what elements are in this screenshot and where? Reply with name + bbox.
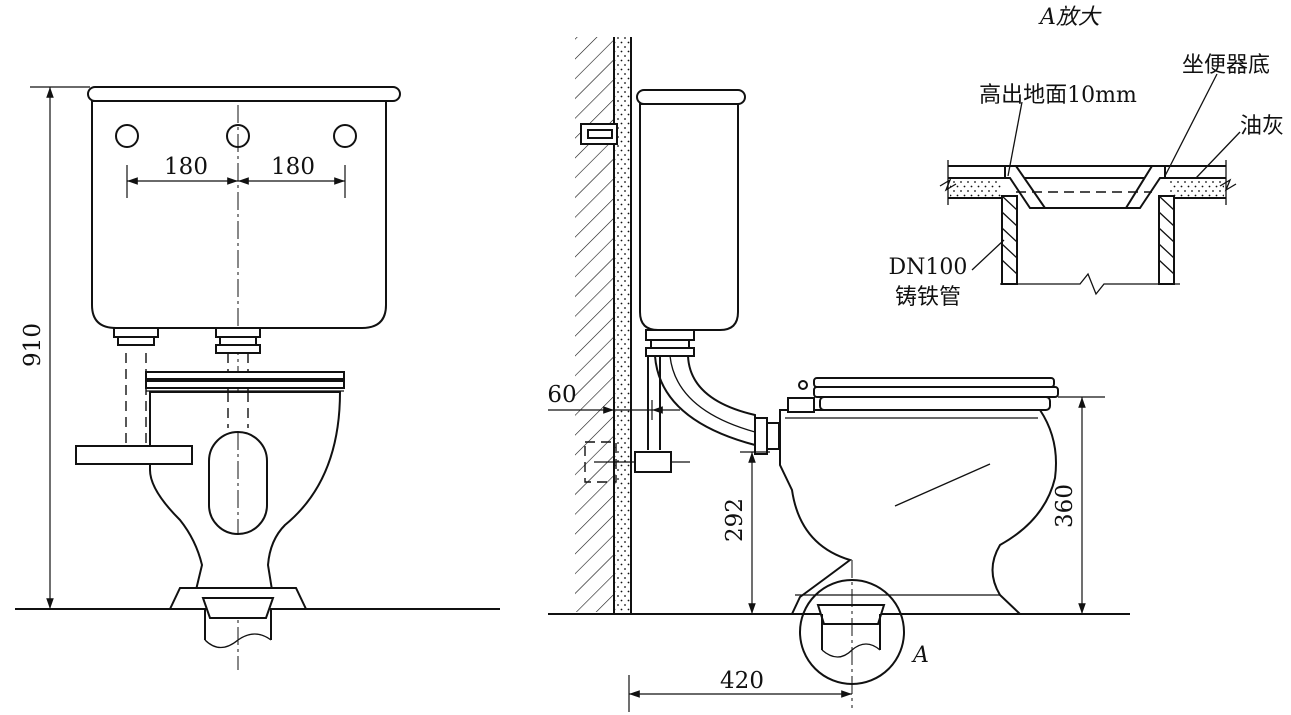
label-putty: 油灰 bbox=[1240, 114, 1284, 139]
hinge-pin bbox=[798, 380, 808, 390]
front-tank-lid bbox=[87, 86, 401, 102]
side-seat-lid-top bbox=[813, 377, 1055, 388]
front-view: 180 180 bbox=[15, 86, 500, 670]
dim-292: 292 bbox=[722, 498, 748, 542]
leader-raised bbox=[1007, 101, 1023, 177]
leader-toilet-base bbox=[1164, 73, 1218, 177]
leader-putty bbox=[1195, 131, 1241, 179]
left-fitting-nut bbox=[113, 327, 159, 338]
front-tank-body bbox=[91, 100, 387, 329]
front-side-bracket bbox=[75, 445, 193, 465]
center-fitting-washer bbox=[219, 336, 257, 346]
detail-a-view: A放大 高出地面10mm 坐便器底 油灰 DN100 铸 bbox=[889, 5, 1284, 310]
tank-hole-left bbox=[115, 124, 139, 148]
side-bowl bbox=[779, 409, 1057, 615]
side-seat-lid bbox=[813, 386, 1059, 398]
center-fitting-ring bbox=[215, 344, 261, 354]
label-toilet-base: 坐便器底 bbox=[1182, 53, 1270, 78]
dim-910: 910 bbox=[20, 323, 46, 367]
side-drain-flange bbox=[816, 604, 886, 625]
side-view: A 60 292 360 420 bbox=[547, 37, 1130, 712]
front-seat-lower bbox=[145, 380, 345, 389]
center-fitting-nut bbox=[215, 327, 261, 338]
dim-360: 360 bbox=[1052, 484, 1078, 528]
outlet-height-dimension: 292 bbox=[722, 451, 770, 614]
detail-a-marker: A bbox=[911, 643, 929, 668]
pipe-connector-inner bbox=[766, 422, 780, 450]
left-fitting-washer bbox=[117, 336, 155, 346]
front-seat-upper bbox=[145, 371, 345, 380]
wall-plaster bbox=[614, 37, 631, 614]
seat-height-dimension: 360 bbox=[1052, 396, 1105, 614]
hole-spacing-dimension: 180 180 bbox=[126, 154, 346, 198]
dim-180-left: 180 bbox=[164, 154, 208, 180]
dim-60: 60 bbox=[547, 382, 576, 408]
total-height-dimension: 910 bbox=[20, 86, 90, 609]
tank-hole-right bbox=[333, 124, 357, 148]
label-cast-iron-pipe: 铸铁管 bbox=[895, 285, 961, 310]
wall-anchor-nut bbox=[634, 451, 672, 473]
label-raised-10mm: 高出地面10mm bbox=[979, 83, 1137, 108]
label-dn100: DN100 bbox=[889, 255, 968, 280]
wall-gap-dimension: 60 bbox=[547, 382, 680, 420]
side-tank-body bbox=[639, 103, 739, 331]
front-drain-pipe bbox=[204, 609, 272, 640]
side-tank-fitting bbox=[645, 329, 695, 341]
bowl-highlight bbox=[894, 463, 991, 507]
side-tank-lid bbox=[636, 89, 746, 105]
detail-title: A放大 bbox=[1038, 5, 1102, 30]
front-drain-flange bbox=[201, 597, 275, 619]
leader-pipe bbox=[971, 239, 1005, 271]
side-seat bbox=[819, 396, 1051, 411]
side-flush-pipe bbox=[653, 355, 756, 447]
dim-180-right: 180 bbox=[271, 154, 315, 180]
outlet-wall-distance-dimension: 420 bbox=[628, 668, 852, 712]
pipe-connector-outer bbox=[754, 417, 768, 455]
dim-420: 420 bbox=[720, 668, 764, 694]
hinge-block bbox=[787, 397, 815, 413]
